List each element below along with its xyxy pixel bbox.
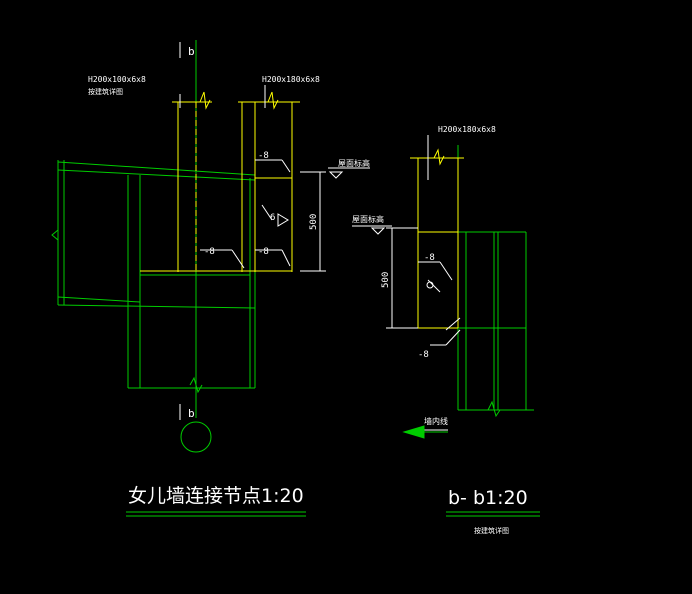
parapet-steel [140, 91, 300, 272]
leaders [179, 85, 370, 272]
plate-center-label: -8 [204, 247, 215, 257]
section-mark-top-label: b [188, 45, 195, 58]
weld-marker [426, 281, 434, 289]
right-column [457, 145, 534, 418]
right-label-profile: H200x180x6x8 [438, 125, 496, 134]
plate-top-label: -8 [258, 151, 269, 161]
label-right-profile: H200x180x6x8 [262, 75, 320, 84]
right-dim-500: 500 [381, 272, 391, 288]
left-title: 女儿墙连接节点1:20 [128, 485, 304, 507]
right-parapet [410, 148, 464, 329]
column [127, 40, 256, 418]
label-left-note: 按建筑详图 [88, 87, 123, 96]
wall-line-arrow [402, 425, 425, 439]
weld-label: 6 [270, 213, 275, 223]
right-leaders [352, 135, 461, 431]
right-elevation-label: 屋面标高 [352, 214, 384, 224]
right-plate-mid-label: -8 [424, 253, 435, 263]
left-detail: b b H200x100x6x8 按建筑详图 H200x180x6x8 [51, 40, 370, 517]
label-left-profile: H200x100x6x8 [88, 75, 146, 84]
right-detail: H200x180x6x8 屋面标高 -8 500 -8 墙内线 b- b1:20… [352, 125, 540, 535]
section-mark-bottom-label: b [188, 407, 195, 420]
right-subtitle: 按建筑详图 [474, 526, 509, 535]
detail-circle [180, 421, 212, 453]
dim-500: 500 [309, 214, 319, 230]
roof-beam [51, 160, 256, 309]
right-arrow-label: 墙内线 [424, 416, 448, 426]
elevation-label: 屋面标高 [338, 158, 370, 168]
plate-bottom-right-label: -8 [258, 247, 269, 257]
right-title: b- b1:20 [448, 487, 528, 509]
right-plate-bottom-label: -8 [418, 350, 429, 360]
